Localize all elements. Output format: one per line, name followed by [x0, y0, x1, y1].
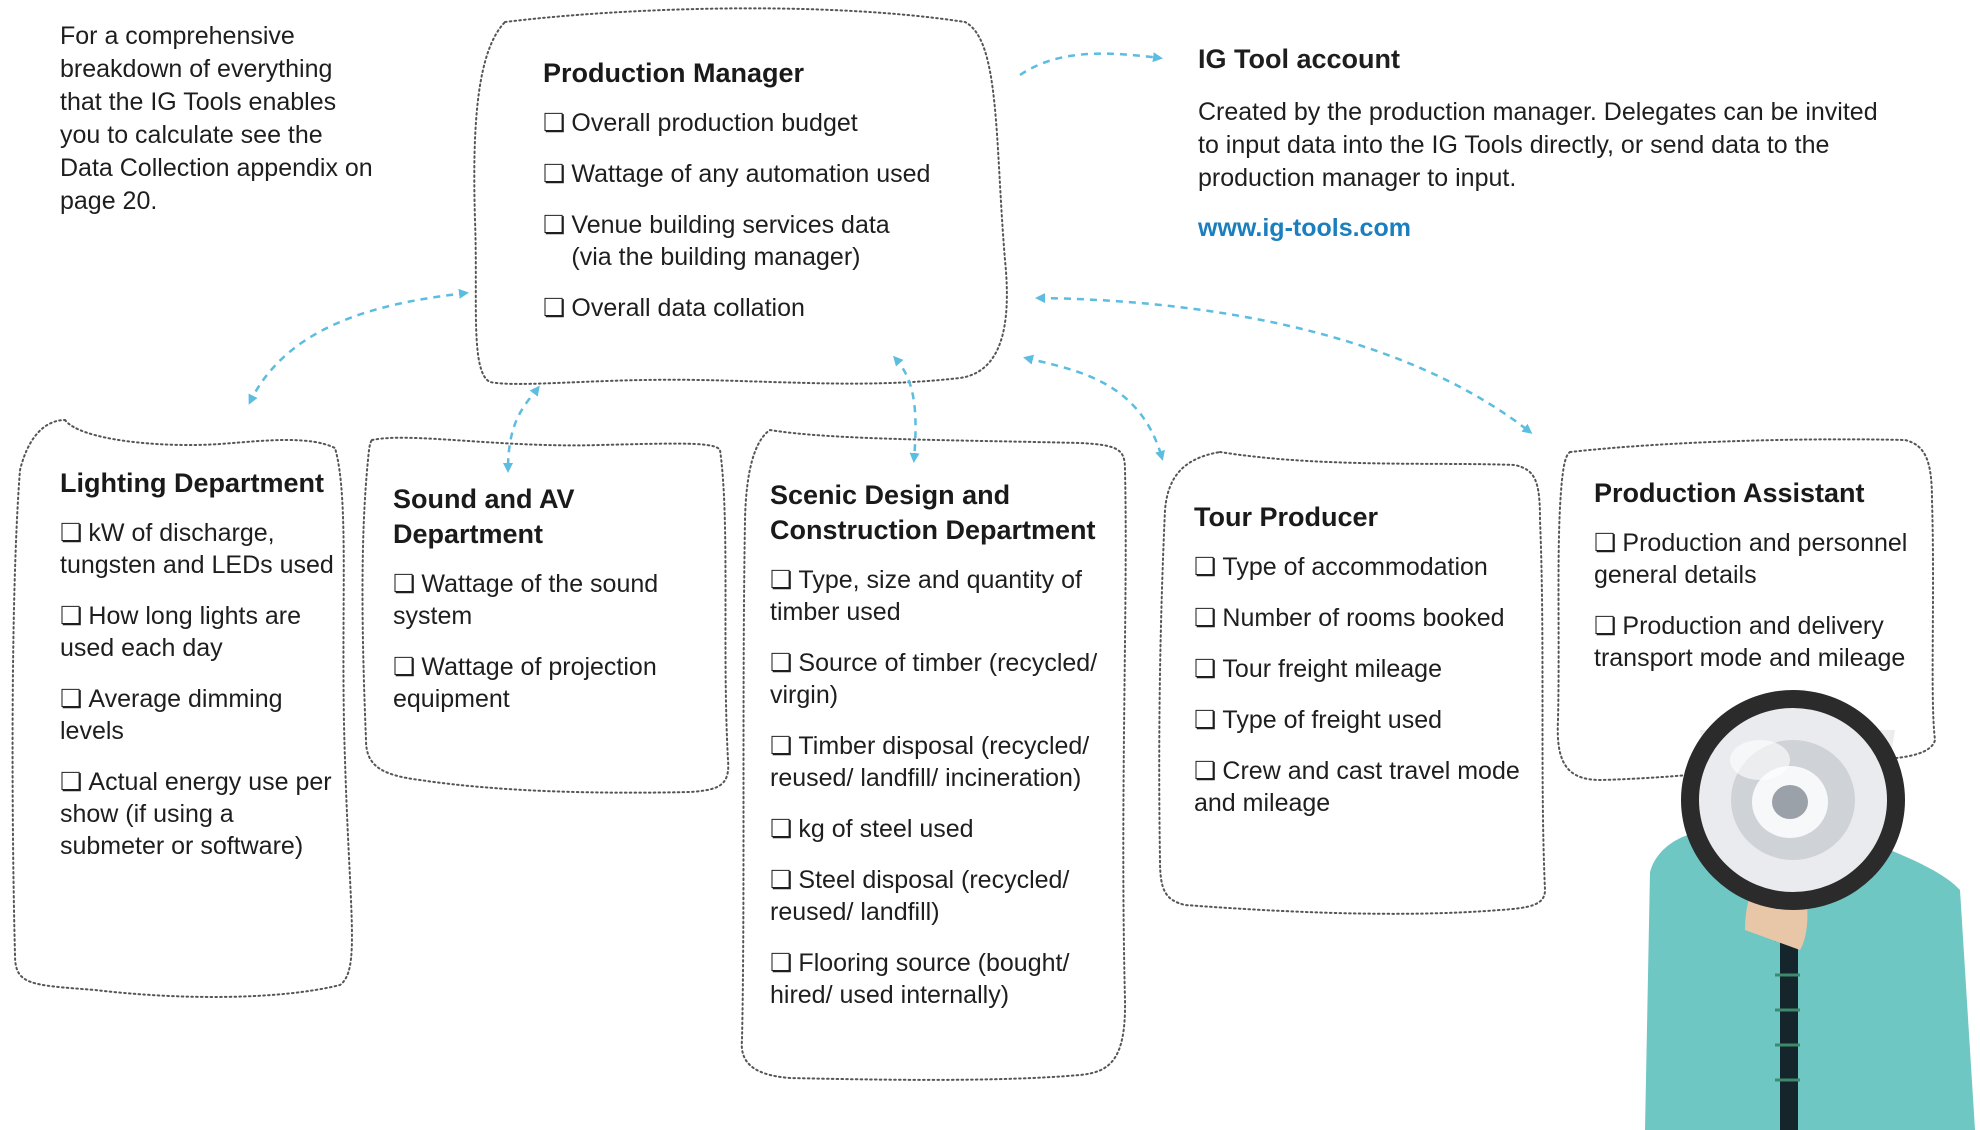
role-title: Scenic Design and Construction Departmen… — [770, 480, 1096, 545]
intro-text: For a comprehensive breakdown of everyth… — [60, 22, 373, 215]
ig-account-body: Created by the production manager. Deleg… — [1198, 98, 1878, 192]
checklist-item: ❏Production and delivery transport mode … — [1594, 610, 1924, 674]
checkbox-icon: ❏ — [1594, 612, 1617, 640]
checklist: ❏Wattage of the sound system ❏Wattage of… — [393, 568, 703, 715]
checklist-item: ❏Flooring source (bought/ hired/ used in… — [770, 947, 1115, 1011]
checkbox-icon: ❏ — [770, 566, 793, 594]
checklist: ❏kW of discharge, tungsten and LEDs used… — [60, 517, 335, 862]
checklist-item: ❏Type of freight used — [1194, 704, 1524, 736]
checkbox-icon: ❏ — [770, 815, 793, 843]
checkbox-icon: ❏ — [60, 768, 83, 796]
item-text: Production and delivery transport mode a… — [1594, 612, 1906, 672]
role-title: Tour Producer — [1194, 502, 1379, 532]
checkbox-icon: ❏ — [543, 109, 566, 137]
item-text: Flooring source (bought/ hired/ used int… — [770, 949, 1070, 1009]
arrow-pm-lighting — [248, 288, 469, 405]
arrow-pm-sound — [503, 385, 540, 473]
item-text: Wattage of the sound system — [393, 570, 659, 630]
role-scenic: Scenic Design and Construction Departmen… — [770, 478, 1115, 1030]
checkbox-icon: ❏ — [770, 649, 793, 677]
item-text: Type, size and quantity of timber used — [770, 566, 1082, 626]
checkbox-icon: ❏ — [770, 949, 793, 977]
item-text: How long lights are used each day — [60, 602, 302, 662]
checklist-item: ❏Average dimming levels — [60, 683, 335, 747]
checklist-item: ❏Overall data collation — [543, 292, 983, 324]
checkbox-icon: ❏ — [60, 519, 83, 547]
checklist-item: ❏Steel disposal (recycled/ reused/ landf… — [770, 864, 1115, 928]
item-text: Timber disposal (recycled/ reused/ landf… — [770, 732, 1090, 792]
checklist-item: ❏Production and personnel general detail… — [1594, 527, 1924, 591]
item-text: Steel disposal (recycled/ reused/ landfi… — [770, 866, 1070, 926]
checklist-item: ❏Type of accommodation — [1194, 551, 1524, 583]
checkbox-icon: ❏ — [1194, 706, 1217, 734]
checklist-item: ❏How long lights are used each day — [60, 600, 335, 664]
item-text: Source of timber (recycled/ virgin) — [770, 649, 1098, 709]
checklist: ❏Type, size and quantity of timber used … — [770, 564, 1115, 1011]
checkbox-icon: ❏ — [60, 685, 83, 713]
checkbox-icon: ❏ — [60, 602, 83, 630]
role-sound-av: Sound and AV Department ❏Wattage of the … — [393, 482, 703, 734]
arrow-pm-tour — [1023, 354, 1165, 461]
role-lighting: Lighting Department ❏kW of discharge, tu… — [60, 466, 335, 881]
item-text: Production and personnel general details — [1594, 529, 1908, 589]
role-title: Lighting Department — [60, 468, 324, 498]
role-tour-producer: Tour Producer ❏Type of accommodation ❏Nu… — [1194, 500, 1524, 838]
checkbox-icon: ❏ — [1194, 553, 1217, 581]
checklist: ❏Production and personnel general detail… — [1594, 527, 1924, 674]
checklist-item: ❏kW of discharge, tungsten and LEDs used — [60, 517, 335, 581]
role-title: Sound and AV Department — [393, 484, 575, 549]
arrow-pm-scenic — [892, 355, 920, 463]
checkbox-icon: ❏ — [543, 294, 566, 322]
item-text: Type of freight used — [1222, 706, 1443, 734]
checklist: ❏Overall production budget ❏Wattage of a… — [543, 107, 983, 324]
checklist-item: ❏Wattage of the sound system — [393, 568, 703, 632]
checklist-item: ❏Type, size and quantity of timber used — [770, 564, 1115, 628]
item-text: Crew and cast travel mode and mileage — [1194, 757, 1520, 817]
checklist-item: ❏Overall production budget — [543, 107, 983, 139]
role-production-assistant: Production Assistant ❏Production and per… — [1594, 476, 1924, 693]
checklist-item: ❏Venue building services data (via the b… — [543, 209, 983, 273]
item-text: Wattage of projection equipment — [393, 653, 657, 713]
role-title: Production Manager — [543, 58, 805, 88]
checkbox-icon: ❏ — [393, 570, 416, 598]
checklist-item: ❏Wattage of any automation used — [543, 158, 983, 190]
item-text: Overall production budget — [571, 109, 858, 137]
checklist-item: ❏Wattage of projection equipment — [393, 651, 703, 715]
item-text: Number of rooms booked — [1222, 604, 1505, 632]
arrow-pm-to-account — [1019, 52, 1163, 77]
checkbox-icon: ❏ — [1194, 604, 1217, 632]
ig-account-title: IG Tool account — [1198, 44, 1400, 74]
item-text: Type of accommodation — [1222, 553, 1488, 581]
checkbox-icon: ❏ — [1194, 757, 1217, 785]
arrow-pm-assistant — [1035, 293, 1533, 434]
item-text: Average dimming levels — [60, 685, 283, 745]
role-production-manager: Production Manager ❏Overall production b… — [543, 56, 983, 343]
ig-tools-link[interactable]: www.ig-tools.com — [1198, 214, 1411, 242]
checkbox-icon: ❏ — [543, 160, 566, 188]
checklist-item: ❏Tour freight mileage — [1194, 653, 1524, 685]
checklist-item: ❏kg of steel used — [770, 813, 1115, 845]
role-title: Production Assistant — [1594, 478, 1865, 508]
checklist-item: ❏Number of rooms booked — [1194, 602, 1524, 634]
checkbox-icon: ❏ — [1594, 529, 1617, 557]
checkbox-icon: ❏ — [770, 866, 793, 894]
item-text: Actual energy use per show (if using a s… — [60, 768, 332, 860]
checklist: ❏Type of accommodation ❏Number of rooms … — [1194, 551, 1524, 819]
item-text: kW of discharge, tungsten and LEDs used — [60, 519, 334, 579]
checkbox-icon: ❏ — [543, 211, 566, 239]
megaphone-person-photo — [1645, 690, 1975, 1130]
item-text: Tour freight mileage — [1222, 655, 1442, 683]
checkbox-icon: ❏ — [770, 732, 793, 760]
checkbox-icon: ❏ — [1194, 655, 1217, 683]
item-text: kg of steel used — [798, 815, 974, 843]
checklist-item: ❏Crew and cast travel mode and mileage — [1194, 755, 1524, 819]
item-text: Venue building services data (via the bu… — [571, 211, 890, 271]
checklist-item: ❏Actual energy use per show (if using a … — [60, 766, 335, 862]
checklist-item: ❏Source of timber (recycled/ virgin) — [770, 647, 1115, 711]
item-text: Wattage of any automation used — [571, 160, 931, 188]
checkbox-icon: ❏ — [393, 653, 416, 681]
item-text: Overall data collation — [571, 294, 805, 322]
checklist-item: ❏Timber disposal (recycled/ reused/ land… — [770, 730, 1115, 794]
